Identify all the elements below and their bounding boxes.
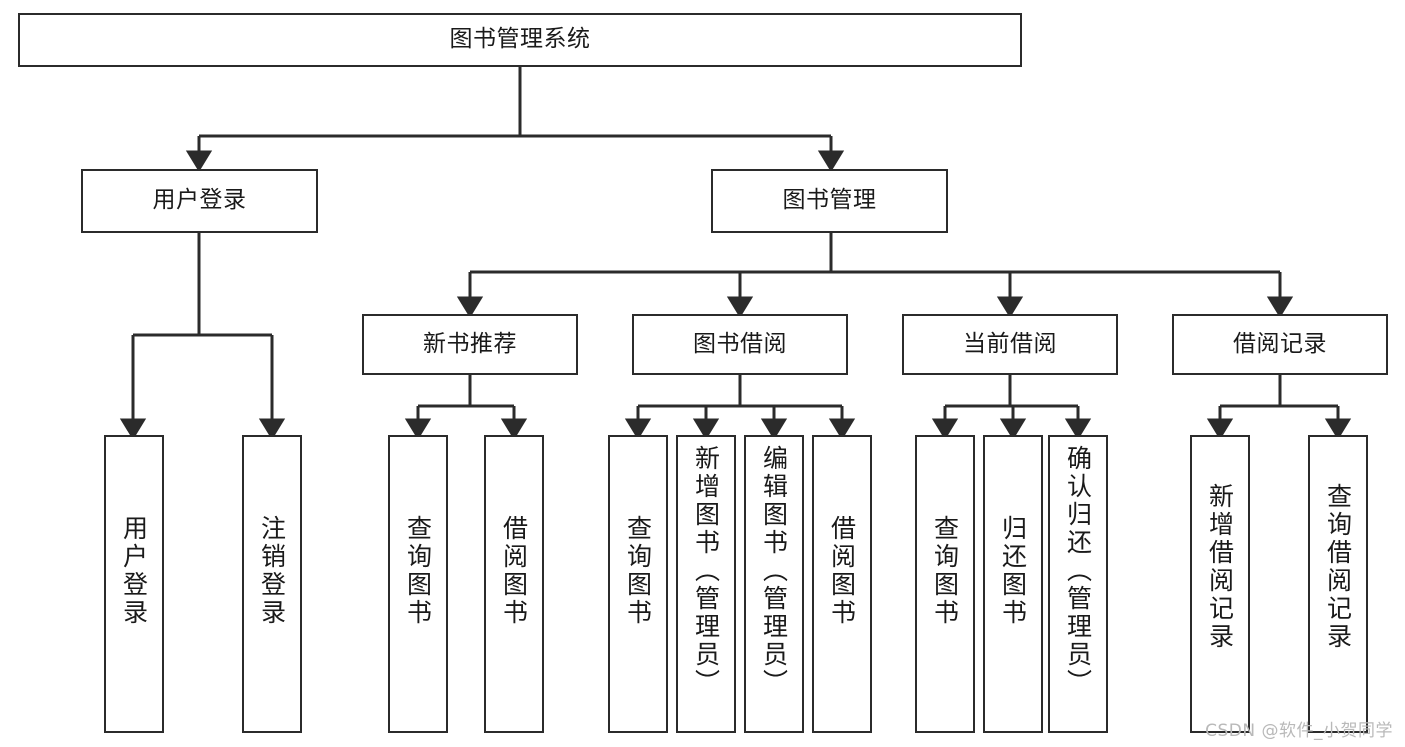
node-new-book-recommendation[interactable]: 新书推荐 bbox=[362, 314, 578, 375]
node-label: 查询借阅记录 bbox=[1323, 483, 1353, 651]
node-current-borrowing[interactable]: 当前借阅 bbox=[902, 314, 1118, 375]
node-label: 借阅记录 bbox=[1233, 330, 1327, 357]
node-label: 编辑图书（管理员） bbox=[759, 445, 789, 697]
node-book-management[interactable]: 图书管理 bbox=[711, 169, 948, 233]
node-label: 查询图书 bbox=[623, 515, 653, 627]
leaf-query-book-borrowing[interactable]: 查询图书 bbox=[608, 435, 668, 733]
node-label: 归还图书 bbox=[998, 515, 1028, 627]
leaf-add-book-admin[interactable]: 新增图书（管理员） bbox=[676, 435, 736, 733]
node-label: 图书借阅 bbox=[693, 330, 787, 357]
leaf-logout[interactable]: 注销登录 bbox=[242, 435, 302, 733]
leaf-query-borrow-record[interactable]: 查询借阅记录 bbox=[1308, 435, 1368, 733]
node-label: 查询图书 bbox=[930, 515, 960, 627]
node-borrowing-records[interactable]: 借阅记录 bbox=[1172, 314, 1388, 375]
leaf-return-book[interactable]: 归还图书 bbox=[983, 435, 1043, 733]
leaf-edit-book-admin[interactable]: 编辑图书（管理员） bbox=[744, 435, 804, 733]
leaf-query-book-new[interactable]: 查询图书 bbox=[388, 435, 448, 733]
node-root-book-management-system[interactable]: 图书管理系统 bbox=[18, 13, 1022, 67]
node-label: 注销登录 bbox=[257, 515, 287, 627]
node-label: 用户登录 bbox=[119, 515, 149, 627]
node-user-login[interactable]: 用户登录 bbox=[81, 169, 318, 233]
node-label: 图书管理系统 bbox=[449, 26, 591, 53]
node-label: 用户登录 bbox=[152, 187, 247, 214]
leaf-user-login[interactable]: 用户登录 bbox=[104, 435, 164, 733]
node-label: 当前借阅 bbox=[963, 330, 1057, 357]
leaf-borrow-book-new[interactable]: 借阅图书 bbox=[484, 435, 544, 733]
node-label: 确认归还（管理员） bbox=[1063, 445, 1093, 697]
node-label: 借阅图书 bbox=[827, 515, 857, 627]
leaf-query-book-current[interactable]: 查询图书 bbox=[915, 435, 975, 733]
leaf-borrow-book-borrowing[interactable]: 借阅图书 bbox=[812, 435, 872, 733]
node-label: 图书管理 bbox=[782, 187, 877, 214]
node-label: 新增借阅记录 bbox=[1205, 483, 1235, 651]
node-book-borrowing[interactable]: 图书借阅 bbox=[632, 314, 848, 375]
node-label: 新书推荐 bbox=[423, 330, 517, 357]
leaf-confirm-return-admin[interactable]: 确认归还（管理员） bbox=[1048, 435, 1108, 733]
leaf-add-borrow-record[interactable]: 新增借阅记录 bbox=[1190, 435, 1250, 733]
node-label: 查询图书 bbox=[403, 515, 433, 627]
node-label: 借阅图书 bbox=[499, 515, 529, 627]
node-label: 新增图书（管理员） bbox=[691, 445, 721, 697]
watermark: CSDN @软件_小贺同学 bbox=[1205, 721, 1393, 741]
